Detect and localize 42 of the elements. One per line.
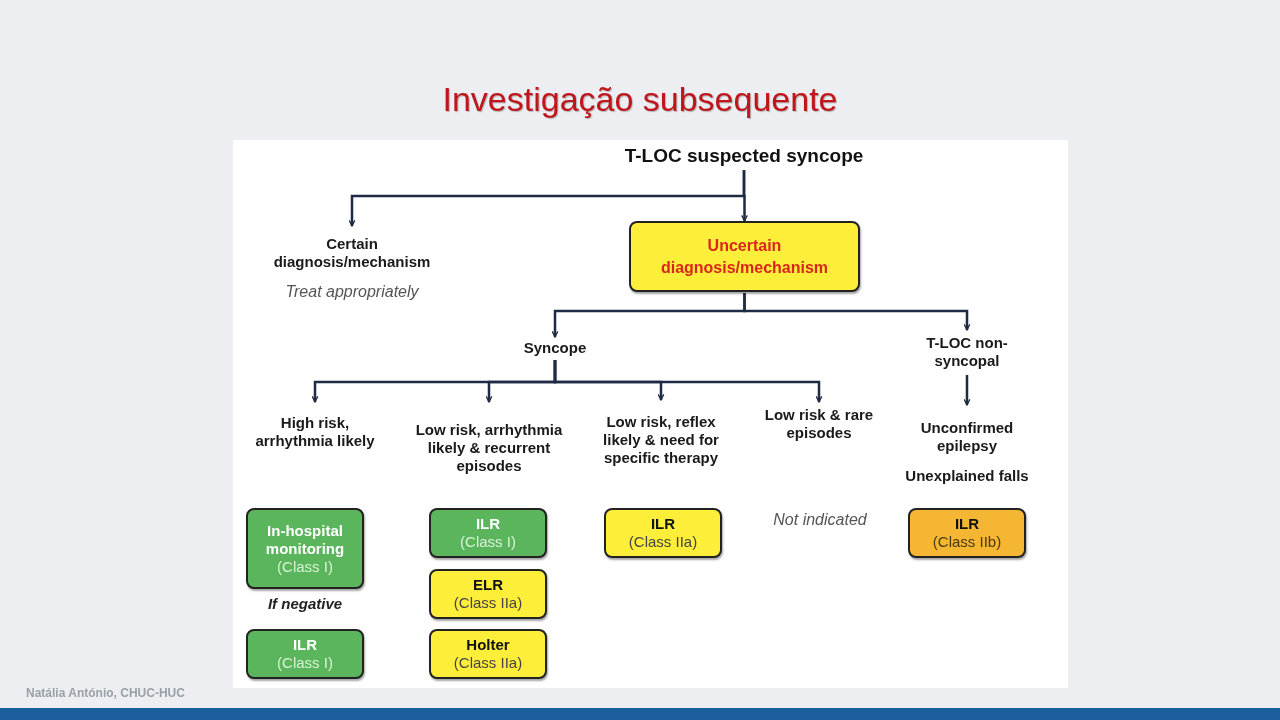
box-text: ELR — [473, 576, 503, 594]
box-text: (Class IIa) — [453, 654, 523, 672]
arrow — [553, 360, 823, 403]
box-text: ILR — [475, 515, 501, 533]
flow-label: Low risk, arrhythmia likely & recurrent episodes — [414, 421, 564, 475]
flow-label: Syncope — [523, 339, 587, 357]
box-text: (Class I) — [277, 654, 333, 672]
author-credit: Natália António, CHUC-HUC — [26, 686, 186, 700]
box-text: (Class IIb) — [932, 533, 1002, 551]
test-box — [429, 569, 547, 619]
test-box — [246, 629, 364, 679]
box-text: In-hospital monitoring — [264, 521, 346, 558]
flow-label: Low risk & rare episodes — [763, 406, 875, 442]
flow-label: Unexplained falls — [905, 467, 1029, 485]
slide-title: Investigação subsequente — [441, 80, 839, 119]
test-box — [429, 629, 547, 679]
note-text: If negative — [266, 595, 344, 612]
box-text: ILR — [650, 515, 676, 533]
decision-box — [629, 221, 860, 292]
box-text: (Class I) — [277, 557, 333, 576]
test-box — [604, 508, 722, 558]
test-box — [246, 508, 364, 589]
box-text: (Class IIa) — [628, 533, 698, 551]
box-text: ILR — [292, 636, 318, 654]
arrow — [963, 375, 971, 406]
box-text: ILR — [954, 515, 980, 533]
flow-label: High risk, arrhythmia likely — [255, 414, 375, 450]
flow-label: T-LOC non-syncopal — [925, 334, 1009, 370]
note-text: Treat appropriately — [285, 283, 419, 301]
flow-label: Unconfirmed epilepsy — [919, 419, 1015, 455]
arrow — [741, 170, 748, 222]
note-text: Not indicated — [772, 510, 868, 530]
flow-label: Low risk, reflex likely & need for specific therapy — [602, 413, 720, 467]
box-text: (Class IIa) — [453, 594, 523, 612]
flow-label: Certain diagnosis/mechanism — [272, 235, 432, 271]
box-text: Holter — [466, 636, 510, 654]
test-box — [429, 508, 547, 558]
test-box — [908, 508, 1026, 558]
arrow — [743, 293, 971, 331]
box-text: (Class I) — [460, 533, 516, 551]
box-text: Uncertain diagnosis/mechanism — [659, 235, 830, 278]
flow-heading: T-LOC suspected syncope — [624, 147, 864, 165]
